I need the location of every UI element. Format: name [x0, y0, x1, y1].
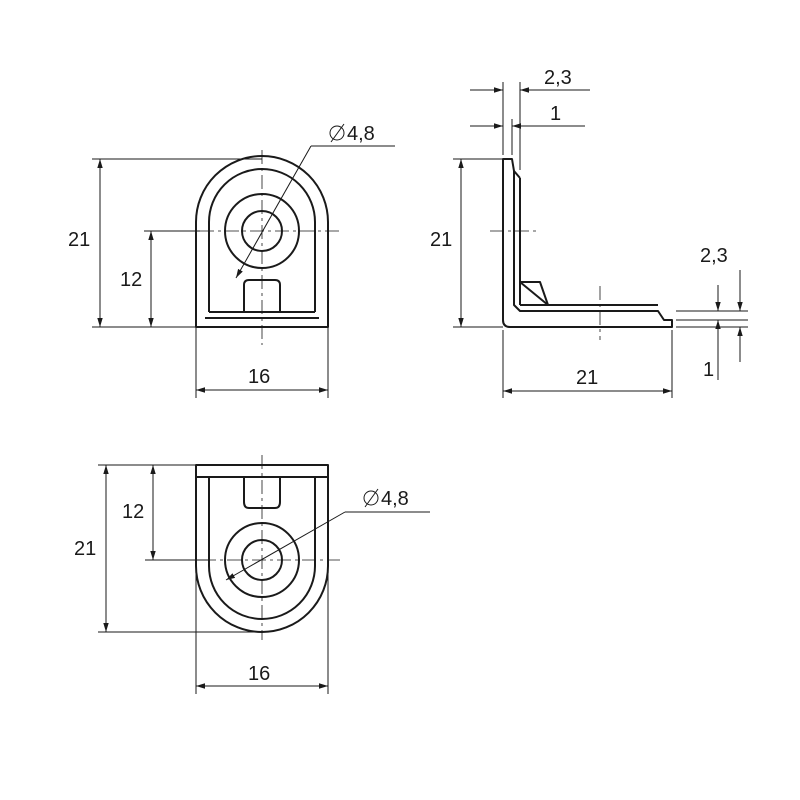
dim-width-16: 16 [248, 366, 270, 388]
dim-side-length-21: 21 [576, 367, 598, 389]
dim-side-thickness-1: 1 [550, 103, 561, 125]
dim-side-base-23: 2,3 [700, 245, 728, 267]
dim-bottom-height-21: 21 [74, 538, 96, 560]
bracket-profile [502, 158, 673, 328]
dim-diameter: 4,8 [347, 123, 375, 145]
bracket-inner-outline [208, 168, 316, 312]
dim-height-12: 12 [120, 269, 142, 291]
side-view: 21 21 2,3 1 2,3 1 [430, 67, 748, 398]
dim-bottom-width-16: 16 [248, 663, 270, 685]
bottom-view: 21 12 16 4,8 [74, 455, 430, 694]
dim-side-height-21: 21 [430, 229, 452, 251]
dim-height-21: 21 [68, 229, 90, 251]
diameter-icon [329, 123, 345, 143]
front-view: 21 12 16 4,8 [68, 123, 395, 398]
dim-side-base-1: 1 [703, 359, 714, 381]
diameter-icon-bottom [363, 488, 379, 508]
bracket-outline [195, 155, 329, 328]
dim-bottom-height-12: 12 [122, 501, 144, 523]
dim-side-thickness-23: 2,3 [544, 67, 572, 89]
dim-bottom-diameter: 4,8 [381, 488, 409, 510]
bracket-outline-bottom [195, 464, 329, 633]
